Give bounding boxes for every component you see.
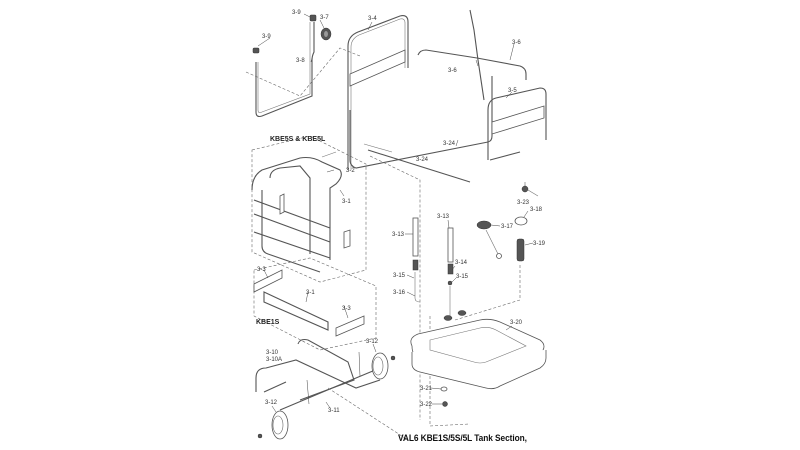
wheel-3-12-left — [257, 410, 289, 440]
label-3-15: 3-15 — [393, 273, 406, 279]
cap-3-18 — [514, 216, 528, 226]
frame-3-5 — [487, 87, 547, 161]
washer-3-21 — [440, 386, 448, 392]
label-3-3: 3-3 — [257, 267, 266, 273]
label-3-13: 3-13 — [437, 214, 450, 220]
label-3-3: 3-3 — [342, 306, 351, 312]
label-3-7: 3-7 — [320, 15, 329, 21]
label-3-12: 3-12 — [265, 400, 278, 406]
label-3-21: 3-21 — [420, 386, 433, 392]
label-3-10: 3-10 — [266, 350, 279, 356]
label-3-14: 3-14 — [455, 260, 468, 266]
label-3-19: 3-19 — [533, 241, 546, 247]
tube-3-13-right — [447, 227, 454, 318]
label-3-15: 3-15 — [456, 274, 469, 280]
fuel-tank-3-20 — [410, 310, 547, 390]
axle-3-11 — [279, 351, 381, 411]
label-3-8: 3-8 — [296, 58, 305, 64]
label-3-5: 3-5 — [508, 88, 517, 94]
group-label-kbe5: KBE5S & KBE5L — [270, 136, 326, 143]
label-3-9: 3-9 — [292, 10, 301, 16]
label-3-2: 3-2 — [346, 168, 355, 174]
frame-3-4 — [347, 15, 493, 170]
label-3-20: 3-20 — [510, 320, 523, 326]
plug-3-22 — [442, 401, 448, 407]
gauge-3-17 — [476, 220, 502, 259]
group-kbe5 — [251, 135, 367, 283]
label-3-1: 3-1 — [342, 199, 351, 205]
label-3-4: 3-4 — [368, 16, 377, 22]
label-3-10a: 3-10A — [266, 357, 282, 363]
strainer-3-19 — [516, 238, 525, 262]
handle-3-8 — [245, 22, 361, 118]
label-3-6: 3-6 — [448, 68, 457, 74]
label-3-17: 3-17 — [501, 224, 514, 230]
label-3-23: 3-23 — [517, 200, 530, 206]
group-kbe1 — [253, 257, 377, 351]
tube-3-13-left — [412, 217, 421, 303]
label-3-24: 3-24 — [443, 141, 456, 147]
label-3-16: 3-16 — [393, 290, 406, 296]
wheel-3-12-right — [371, 352, 396, 380]
fitting-3-23 — [521, 185, 539, 197]
knob-3-9 — [252, 14, 317, 54]
label-3-13: 3-13 — [392, 232, 405, 238]
leader-lines — [257, 13, 534, 413]
group-label-kbe1: KBE1S — [256, 319, 280, 326]
label-3-24: 3-24 — [416, 157, 429, 163]
diagram-caption: VAL6 KBE1S/5S/5L Tank Section, — [398, 433, 527, 444]
brace-3-6 — [417, 9, 527, 101]
label-3-6: 3-6 — [512, 40, 521, 46]
label-3-18: 3-18 — [530, 207, 543, 213]
label-3-1: 3-1 — [306, 290, 315, 296]
assembly-line — [327, 387, 409, 441]
label-3-9: 3-9 — [262, 34, 271, 40]
label-3-11: 3-11 — [328, 408, 340, 414]
label-3-12: 3-12 — [366, 339, 379, 345]
wheel-frame-3-10 — [255, 338, 381, 401]
wheel-hub-3-7 — [320, 27, 332, 41]
label-3-22: 3-22 — [420, 402, 433, 408]
